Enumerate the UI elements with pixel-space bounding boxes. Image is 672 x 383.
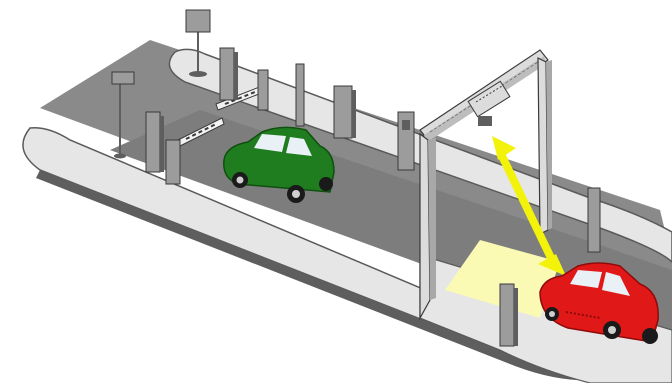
toll-post-icon (500, 284, 518, 346)
toll-post-icon (296, 64, 304, 126)
toll-post-icon (334, 86, 356, 138)
toll-post-icon (258, 70, 268, 110)
toll-post-icon (146, 112, 164, 172)
toll-post-icon (166, 140, 180, 184)
toll-post-icon (588, 188, 600, 252)
toll-post-icon (220, 48, 238, 100)
toll-post-icon (398, 112, 414, 170)
